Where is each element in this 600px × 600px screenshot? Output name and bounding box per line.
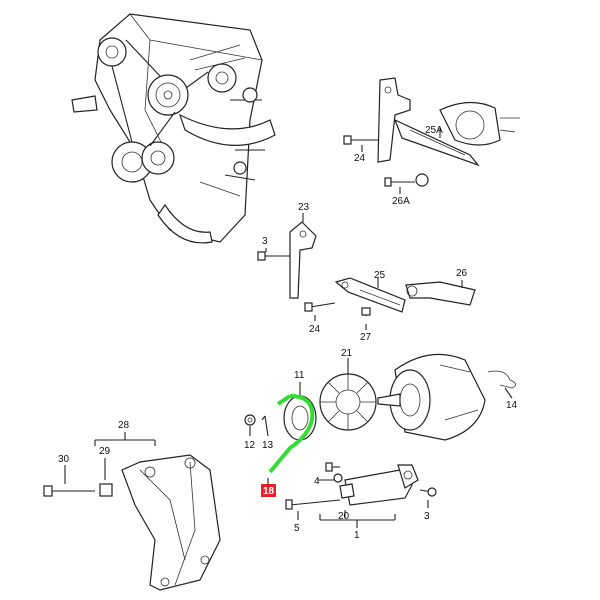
callout-14: 14	[506, 400, 518, 411]
engine-mount-bracket	[43, 432, 221, 591]
callout-5: 5	[294, 523, 300, 534]
callout-23: 23	[298, 202, 310, 213]
callout-21: 21	[341, 348, 353, 359]
callout-12: 12	[244, 440, 256, 451]
callout-26a: 26A	[392, 196, 410, 207]
callout-24a: 24	[354, 153, 366, 164]
callout-30: 30	[58, 454, 70, 465]
callout-25a: 25A	[425, 125, 443, 136]
mounting-bracket-assembly	[257, 213, 476, 330]
callout-20: 20	[338, 511, 350, 522]
callout-13: 13	[262, 440, 274, 451]
callout-26: 26	[456, 268, 468, 279]
callout-27: 27	[360, 332, 372, 343]
tension-bracket-assembly	[285, 462, 437, 528]
upper-bracket-assembly	[343, 77, 520, 194]
pulley-and-belt	[244, 382, 317, 484]
callout-4: 4	[314, 476, 320, 487]
callout-1: 1	[354, 530, 360, 541]
v-belt-highlight	[268, 394, 315, 474]
callout-18-highlight-box	[261, 484, 276, 497]
callout-3a: 3	[262, 236, 268, 247]
callout-25: 25	[374, 270, 386, 281]
callout-3b: 3	[424, 511, 430, 522]
callout-24b: 24	[309, 324, 321, 335]
callout-18: 18	[263, 486, 275, 497]
alternator-assembly	[319, 353, 516, 441]
callout-11: 11	[294, 370, 305, 381]
callout-29: 29	[99, 446, 111, 457]
engine-illustration	[71, 13, 276, 244]
callout-28: 28	[118, 420, 130, 431]
